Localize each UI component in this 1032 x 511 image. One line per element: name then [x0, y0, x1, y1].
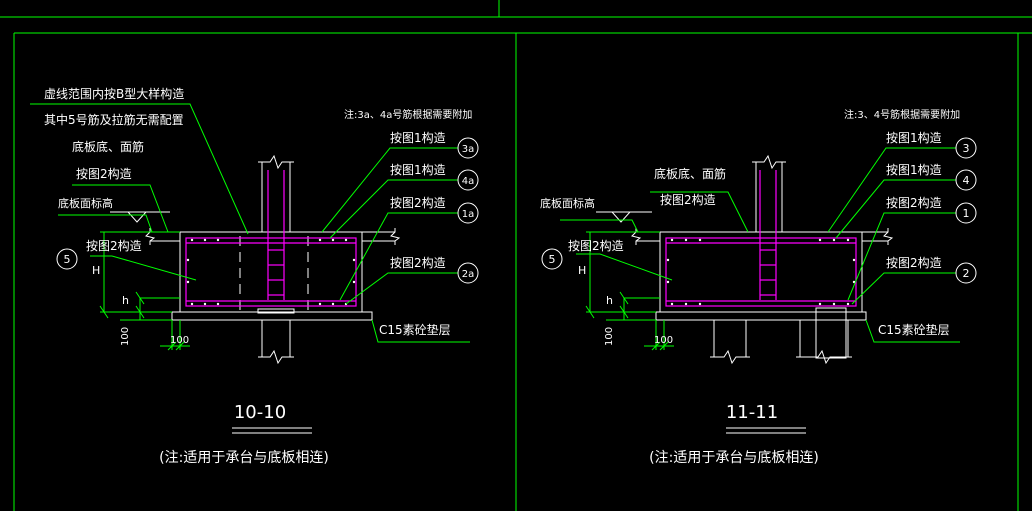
right-dim-100-v: 100 — [604, 327, 615, 346]
right-label-fig2-c: 按图2构造 — [886, 195, 942, 210]
bubble-4 — [955, 169, 977, 191]
right-rebar-dots — [666, 238, 856, 306]
left-label-fig2-b: 按图2构造 — [86, 238, 142, 253]
bubble-4a-text: 4a — [462, 176, 475, 187]
right-label-fig1-a: 按图1构造 — [886, 130, 942, 145]
bubble-1a-text: 1a — [462, 209, 475, 220]
right-bubbles — [541, 137, 977, 284]
bubble-5-left — [56, 248, 78, 270]
bubble-3-text: 3 — [963, 142, 970, 155]
bubble-1 — [955, 202, 977, 224]
left-section-title: 10-10 — [234, 402, 286, 423]
left-label-fig2-d: 按图2构造 — [390, 255, 446, 270]
bubble-5-right-text: 5 — [549, 253, 556, 266]
left-dim-h: h — [122, 294, 129, 307]
left-label-fig1-b: 按图1构造 — [390, 162, 446, 177]
left-dim-100-h: 100 — [170, 335, 189, 346]
left-label-fig1-a: 按图1构造 — [390, 130, 446, 145]
detail-11-11: 底板底、面筋 按图2构造 底板面标高 按图2构造 注:3、4号筋根据需要附加 按… — [540, 108, 977, 466]
left-label-surface: 底板面标高 — [58, 196, 113, 210]
bubble-3 — [955, 137, 977, 159]
left-note-top2: 其中5号筋及拉筋无需配置 — [44, 112, 184, 127]
right-note-right: 注:3、4号筋根据需要附加 — [844, 108, 960, 121]
bubble-5-left-text: 5 — [64, 253, 71, 266]
bubble-2 — [955, 262, 977, 284]
right-cushion: C15素砼垫层 — [878, 322, 950, 337]
right-dim-H: H — [578, 264, 586, 277]
left-note-right: 注:3a、4a号筋根据需要附加 — [344, 108, 472, 121]
left-label-fig2-a: 按图2构造 — [76, 166, 132, 181]
right-label-fig2-d: 按图2构造 — [886, 255, 942, 270]
bubble-4-text: 4 — [963, 174, 970, 187]
right-leaders — [560, 147, 960, 351]
bubble-3a — [457, 137, 479, 159]
left-section-note: (注:适用于承台与底板相连) — [159, 450, 329, 466]
right-label-fig2-a: 按图2构造 — [660, 192, 716, 207]
left-rebar — [185, 170, 357, 307]
bubble-2a — [457, 262, 479, 284]
bubble-5-right — [541, 248, 563, 270]
right-label-surface: 底板面标高 — [540, 196, 595, 210]
right-label-bottom-top: 底板底、面筋 — [654, 166, 726, 181]
left-label-fig2-c: 按图2构造 — [390, 195, 446, 210]
bubble-1a — [457, 202, 479, 224]
left-bubbles — [56, 137, 479, 284]
bubble-3a-text: 3a — [462, 144, 475, 155]
detail-10-10: 虚线范围内按B型大样构造 其中5号筋及拉筋无需配置 底板底、面筋 按图2构造 底… — [30, 86, 479, 466]
bubble-1-text: 1 — [963, 207, 970, 220]
right-rebar — [665, 170, 857, 307]
left-cushion: C15素砼垫层 — [379, 322, 451, 337]
left-rebar-dots — [186, 238, 356, 306]
bubble-2a-text: 2a — [462, 269, 475, 280]
right-dim-h: h — [606, 294, 613, 307]
right-section-note: (注:适用于承台与底板相连) — [649, 450, 819, 466]
bubble-4a — [457, 169, 479, 191]
right-label-fig1-b: 按图1构造 — [886, 162, 942, 177]
left-dim-100-v: 100 — [120, 327, 131, 346]
left-note-top: 虚线范围内按B型大样构造 — [44, 86, 184, 101]
left-dim-H: H — [92, 264, 100, 277]
right-dim-100-h: 100 — [654, 335, 673, 346]
right-label-fig2-b: 按图2构造 — [568, 238, 624, 253]
left-label-bottom-top: 底板底、面筋 — [72, 139, 144, 154]
right-section-title: 11-11 — [726, 402, 778, 423]
right-concrete-outline — [596, 154, 894, 365]
left-leaders — [30, 103, 470, 351]
bubble-2-text: 2 — [963, 267, 970, 280]
